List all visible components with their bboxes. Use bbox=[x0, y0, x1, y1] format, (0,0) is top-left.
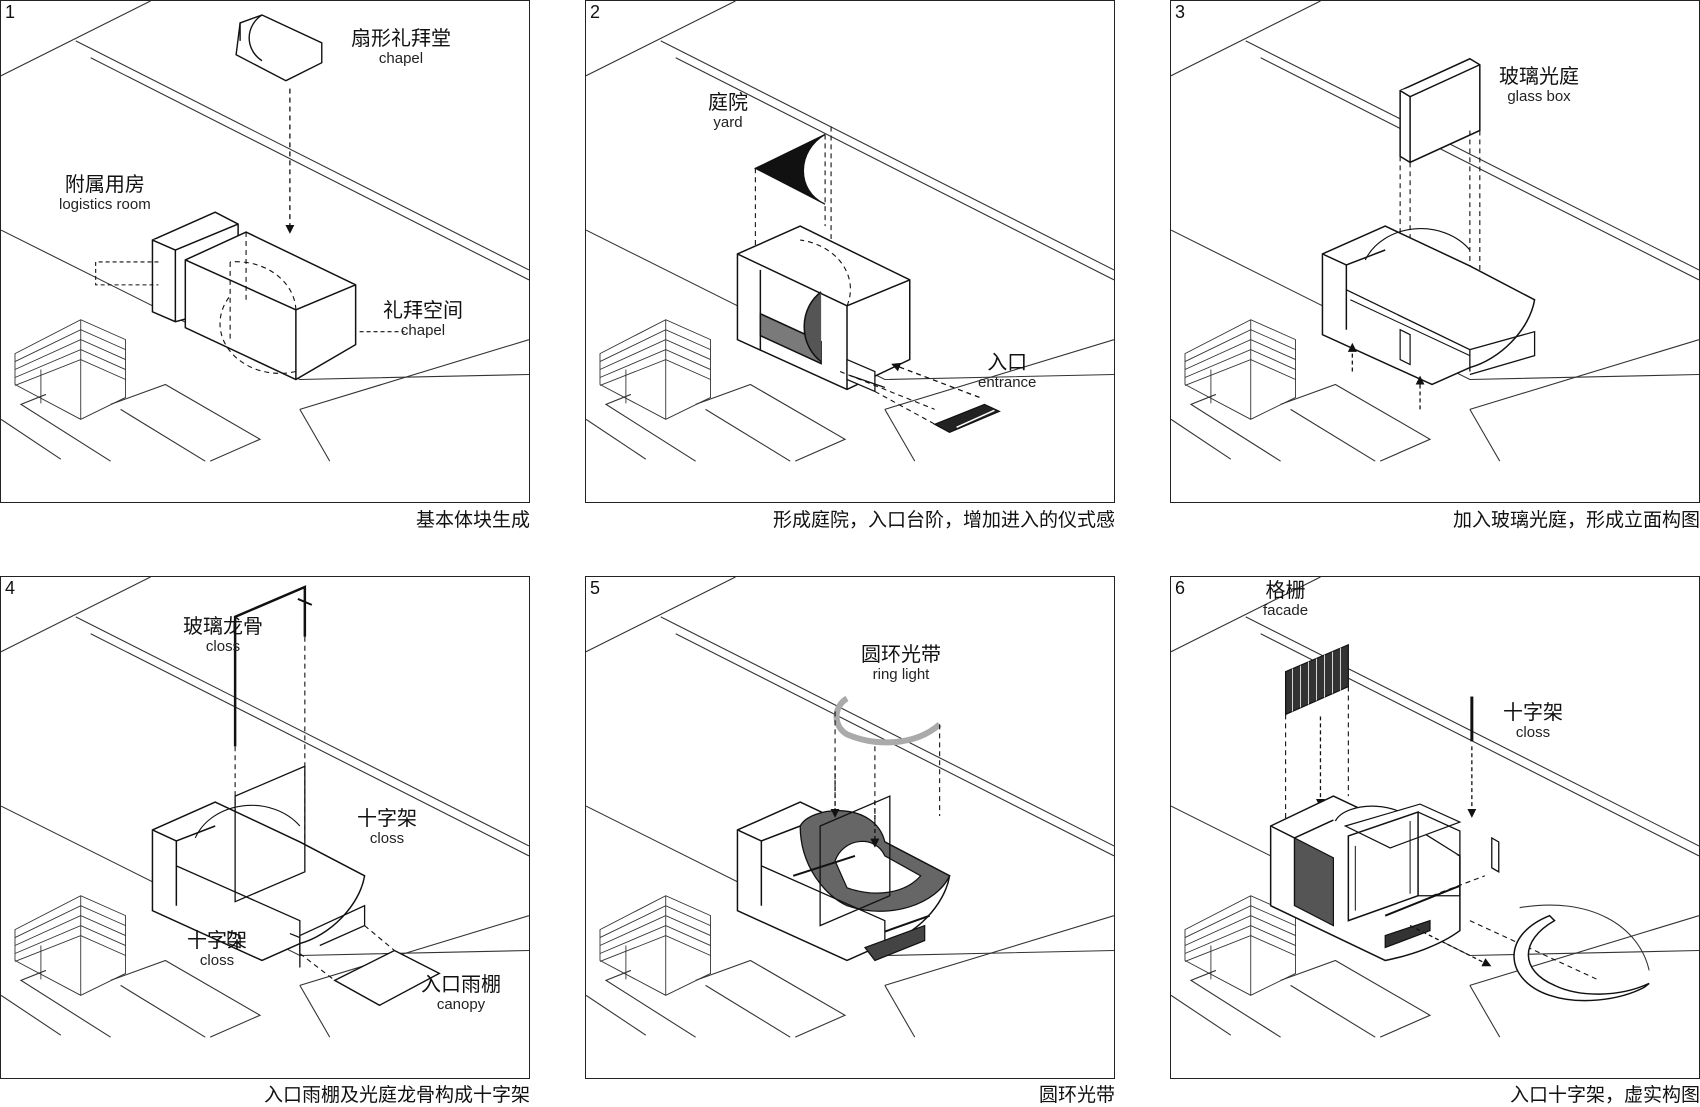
panel-5-frame: 5 圆环光带 ring light bbox=[585, 576, 1115, 1079]
label-glass-box: 玻璃光庭 glass box bbox=[1499, 64, 1579, 106]
label-cn: 入口 bbox=[987, 350, 1028, 374]
panel-4-frame: 4 玻璃龙骨 closs 十字架 closs 十字架 closs 入口雨棚 ca… bbox=[0, 576, 530, 1079]
label-en: logistics room bbox=[59, 196, 151, 213]
entrance-canopy bbox=[333, 949, 441, 1007]
label-cn: 扇形礼拜堂 bbox=[351, 26, 451, 50]
yard-shape bbox=[754, 133, 826, 205]
label-facade: 格栅 facade bbox=[1263, 578, 1309, 620]
label-entrance: 入口 entrance bbox=[978, 350, 1037, 392]
building-with-glass bbox=[1321, 225, 1536, 386]
label-glass-mullion: 玻璃龙骨 closs bbox=[183, 614, 263, 656]
panel-2-frame: 2 庭院 yard 入口 entrance bbox=[585, 0, 1115, 503]
panel-5-drawing bbox=[586, 577, 1114, 1038]
panel-2-caption: 形成庭院，入口台阶，增加进入的仪式感 bbox=[772, 509, 1115, 531]
label-en: glass box bbox=[1507, 88, 1571, 105]
ground-ring bbox=[1513, 914, 1650, 1002]
label-cn: 格栅 bbox=[1265, 578, 1306, 602]
panel-4-number: 4 bbox=[5, 578, 16, 598]
panel-1-caption: 基本体块生成 bbox=[415, 509, 530, 531]
panel-3-drawing bbox=[1171, 1, 1699, 462]
chapel-volume bbox=[184, 231, 357, 381]
entrance-steps bbox=[933, 403, 1001, 433]
panel-1-drawing bbox=[1, 1, 529, 462]
label-ring-light: 圆环光带 ring light bbox=[861, 642, 941, 684]
panel-6-frame: 6 格栅 facade 十字架 closs bbox=[1170, 576, 1700, 1079]
panel-5-number: 5 bbox=[590, 578, 601, 598]
label-en: chapel bbox=[400, 322, 446, 339]
label-en: canopy bbox=[436, 996, 486, 1013]
label-chapel-fan: 扇形礼拜堂 chapel bbox=[351, 26, 451, 68]
label-cn: 附属用房 bbox=[64, 172, 145, 196]
panel-6-number: 6 bbox=[1175, 578, 1186, 598]
label-canopy: 入口雨棚 canopy bbox=[421, 972, 501, 1014]
floating-chapel-shape bbox=[235, 14, 323, 82]
panel-4-caption: 入口雨棚及光庭龙骨构成十字架 bbox=[263, 1084, 530, 1106]
glass-box bbox=[1399, 57, 1481, 164]
label-cn: 十字架 bbox=[1503, 700, 1563, 724]
panel-3-caption: 加入玻璃光庭，形成立面构图 bbox=[1452, 509, 1700, 531]
label-en: ring light bbox=[872, 666, 930, 683]
label-cn: 圆环光带 bbox=[861, 642, 941, 666]
label-cn: 玻璃龙骨 bbox=[183, 614, 263, 638]
label-cross: 十字架 closs bbox=[1503, 700, 1563, 742]
panel-6-caption: 入口十字架，虚实构图 bbox=[1509, 1084, 1700, 1106]
glass-mullion bbox=[233, 585, 307, 747]
label-cross-upper: 十字架 closs bbox=[357, 806, 417, 848]
panel-6-drawing bbox=[1171, 577, 1699, 1038]
facade-grille bbox=[1284, 643, 1349, 716]
label-en: yard bbox=[713, 114, 743, 131]
panel-4-drawing bbox=[1, 577, 529, 1038]
label-cn: 礼拜空间 bbox=[383, 298, 463, 322]
label-cn: 十字架 bbox=[187, 928, 247, 952]
panel-1-number: 1 bbox=[5, 2, 16, 22]
label-cn: 玻璃光庭 bbox=[1499, 64, 1579, 88]
label-logistics-room: 附属用房 logistics room bbox=[59, 172, 151, 214]
building-with-cross bbox=[151, 801, 366, 962]
label-en: closs bbox=[369, 830, 405, 847]
building-with-yard bbox=[736, 225, 911, 391]
label-en: entrance bbox=[978, 374, 1037, 391]
panel-3-frame: 3 玻璃光庭 glass box bbox=[1170, 0, 1700, 503]
label-chapel-space: 礼拜空间 chapel bbox=[383, 298, 463, 340]
label-en: chapel bbox=[378, 50, 424, 67]
ring-light bbox=[833, 695, 942, 746]
label-cn: 十字架 bbox=[357, 806, 417, 830]
label-en: closs bbox=[205, 638, 241, 655]
label-en: closs bbox=[199, 952, 235, 969]
label-yard: 庭院 yard bbox=[708, 90, 748, 132]
label-cn: 入口雨棚 bbox=[421, 972, 501, 996]
panel-2-drawing bbox=[586, 1, 1114, 462]
label-cn: 庭院 bbox=[708, 90, 748, 114]
label-en: closs bbox=[1515, 724, 1551, 741]
panel-5-caption: 圆环光带 bbox=[1038, 1084, 1115, 1106]
label-en: facade bbox=[1263, 602, 1309, 619]
panel-2-number: 2 bbox=[590, 2, 601, 22]
panel-1-frame: 1 扇形礼拜堂 chapel 附属用房 logistics room 礼拜空间 … bbox=[0, 0, 530, 503]
panel-3-number: 3 bbox=[1175, 2, 1186, 22]
label-cross-lower: 十字架 closs bbox=[187, 928, 247, 970]
